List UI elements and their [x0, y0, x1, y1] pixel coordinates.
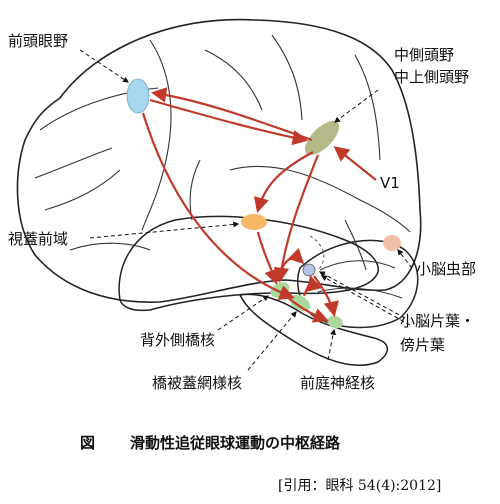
leader-flocculus-b — [320, 275, 411, 326]
arrow-v1-to-mt — [333, 146, 377, 181]
leader-mt — [334, 89, 379, 123]
arrow-dlpn-to-vestibular — [285, 295, 329, 323]
arrow-mt-to-pretectum — [253, 151, 314, 213]
arrow-dlpn-to-flocculus — [276, 247, 305, 281]
vestibular-region — [327, 315, 343, 329]
leader-dlpn — [217, 295, 269, 331]
flocculus-region — [302, 263, 316, 277]
vermis-region — [383, 235, 401, 251]
brainstem — [238, 293, 388, 367]
nrtp-region — [289, 294, 311, 312]
label-pretectum: 視蓋前域 — [8, 230, 68, 248]
arrow-pretectum-to-dlpn — [256, 231, 280, 285]
fef-region — [126, 78, 150, 114]
arrow-mt-to-fef — [150, 87, 313, 142]
label-fef: 前頭眼野 — [8, 32, 68, 50]
arrow-fef-to-nrtp — [141, 112, 295, 300]
cortical-sulci — [34, 34, 411, 271]
pretectum-region — [241, 214, 267, 230]
citation: [引用：眼科 54(4):2012] — [278, 478, 441, 494]
label-flocculus-line1: 小脳片葉・ — [400, 312, 475, 330]
mt-mst-region — [304, 120, 340, 156]
leader-vermis — [397, 249, 413, 269]
label-vermis: 小脳虫部 — [416, 260, 476, 278]
temporal-lobe — [118, 215, 379, 312]
leader-pretectum — [89, 221, 240, 239]
leader-vestibular — [327, 328, 337, 361]
leader-fef — [79, 49, 129, 83]
label-nrtp: 橋被蓋網様核 — [152, 374, 242, 392]
pathway-arrows — [141, 87, 377, 323]
leader-lines — [79, 49, 413, 371]
label-vestibular: 前庭神経核 — [300, 374, 375, 392]
label-flocculus-line2: 傍片葉 — [400, 336, 445, 354]
leader-flocculus-a — [318, 271, 406, 319]
arrow-fef-to-mt — [149, 98, 309, 146]
arrow-nrtp-to-flocculus — [302, 275, 322, 297]
label-mt-line1: 中側頭野 — [394, 46, 454, 64]
figure-label: 図 — [80, 434, 95, 452]
arrow-flocculus-to-vestibular — [313, 275, 339, 318]
leader-nrtp — [247, 311, 297, 371]
label-dlpn: 背外側橋核 — [140, 331, 215, 349]
label-mt-line2: 中上側頭野 — [394, 68, 469, 86]
label-v1: V1 — [380, 174, 400, 192]
midbrain-guide — [309, 235, 325, 271]
figure-title: 滑動性追従眼球運動の中枢経路 — [130, 434, 341, 452]
